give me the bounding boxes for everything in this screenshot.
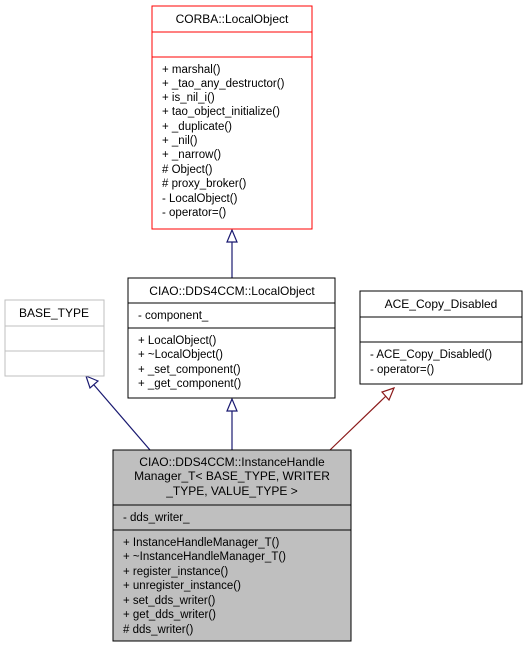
method-item: + _tao_any_destructor() [162,78,285,90]
class-name-instance-handle-manager: CIAO::DDS4CCM::InstanceHandle Manager_T<… [134,455,330,498]
class-box-ace-copy-disabled[interactable]: ACE_Copy_Disabled - ACE_Copy_Disabled() … [359,290,523,385]
method-item: - LocalObject() [162,193,238,205]
method-item: + InstanceHandleManager_T() [123,537,279,549]
method-item: # dds_writer() [123,624,193,636]
class-name-line: Manager_T< BASE_TYPE, WRITER [134,469,330,483]
method-item: + _narrow() [162,149,221,161]
edge-ciao-local-to-manager [226,397,238,450]
class-name-line: _TYPE, VALUE_TYPE > [165,484,298,498]
method-item: - operator=() [162,207,226,219]
method-item: + get_dds_writer() [123,609,216,621]
method-list-corba-local-object: + marshal() + _tao_any_destructor() + is… [162,64,285,219]
method-item: + _set_component() [138,364,241,376]
attribute-item: - dds_writer_ [123,512,190,524]
method-list-ciao-local-object: + LocalObject() + ~LocalObject() + _set_… [138,335,241,390]
class-box-base-type[interactable]: BASE_TYPE [4,299,105,377]
class-name-base-type: BASE_TYPE [19,306,89,320]
method-item: + ~InstanceHandleManager_T() [123,551,286,563]
method-list-instance-handle-manager: + InstanceHandleManager_T() + ~InstanceH… [123,537,286,636]
class-box-ciao-dds4ccm-local-object[interactable]: CIAO::DDS4CCM::LocalObject - component_ … [127,277,336,399]
edge-corba-to-ciao-local [226,228,238,278]
method-item: # proxy_broker() [162,178,247,190]
method-item: - ACE_Copy_Disabled() [370,349,492,361]
class-name-line: CIAO::DDS4CCM::InstanceHandle [139,455,325,469]
edge-ace-copy-disabled-to-manager [329,387,396,451]
method-item: + _get_component() [138,378,241,390]
method-item: + ~LocalObject() [138,349,223,361]
method-item: + marshal() [162,64,221,76]
method-item: + _nil() [162,135,198,147]
edge-base-type-to-manager [85,374,151,451]
method-item: + tao_object_initialize() [162,106,280,118]
method-item: + _duplicate() [162,121,232,133]
attribute-item: - component_ [138,310,209,322]
method-item: + register_instance() [123,566,228,578]
class-name-ace-copy-disabled: ACE_Copy_Disabled [385,297,498,311]
method-list-ace-copy-disabled: - ACE_Copy_Disabled() - operator=() [370,349,492,376]
method-item: + set_dds_writer() [123,595,216,607]
method-item: + unregister_instance() [123,580,241,592]
class-name-corba-local-object: CORBA::LocalObject [176,12,289,26]
class-name-ciao-dds4ccm-local-object: CIAO::DDS4CCM::LocalObject [149,284,315,298]
class-box-instance-handle-manager[interactable]: CIAO::DDS4CCM::InstanceHandle Manager_T<… [112,449,352,642]
method-item: - operator=() [370,364,434,376]
method-item: # Object() [162,164,213,176]
method-item: + is_nil_i() [162,92,215,104]
class-box-corba-local-object[interactable]: CORBA::LocalObject + marshal() + _tao_an… [151,5,313,230]
method-item: + LocalObject() [138,335,216,347]
